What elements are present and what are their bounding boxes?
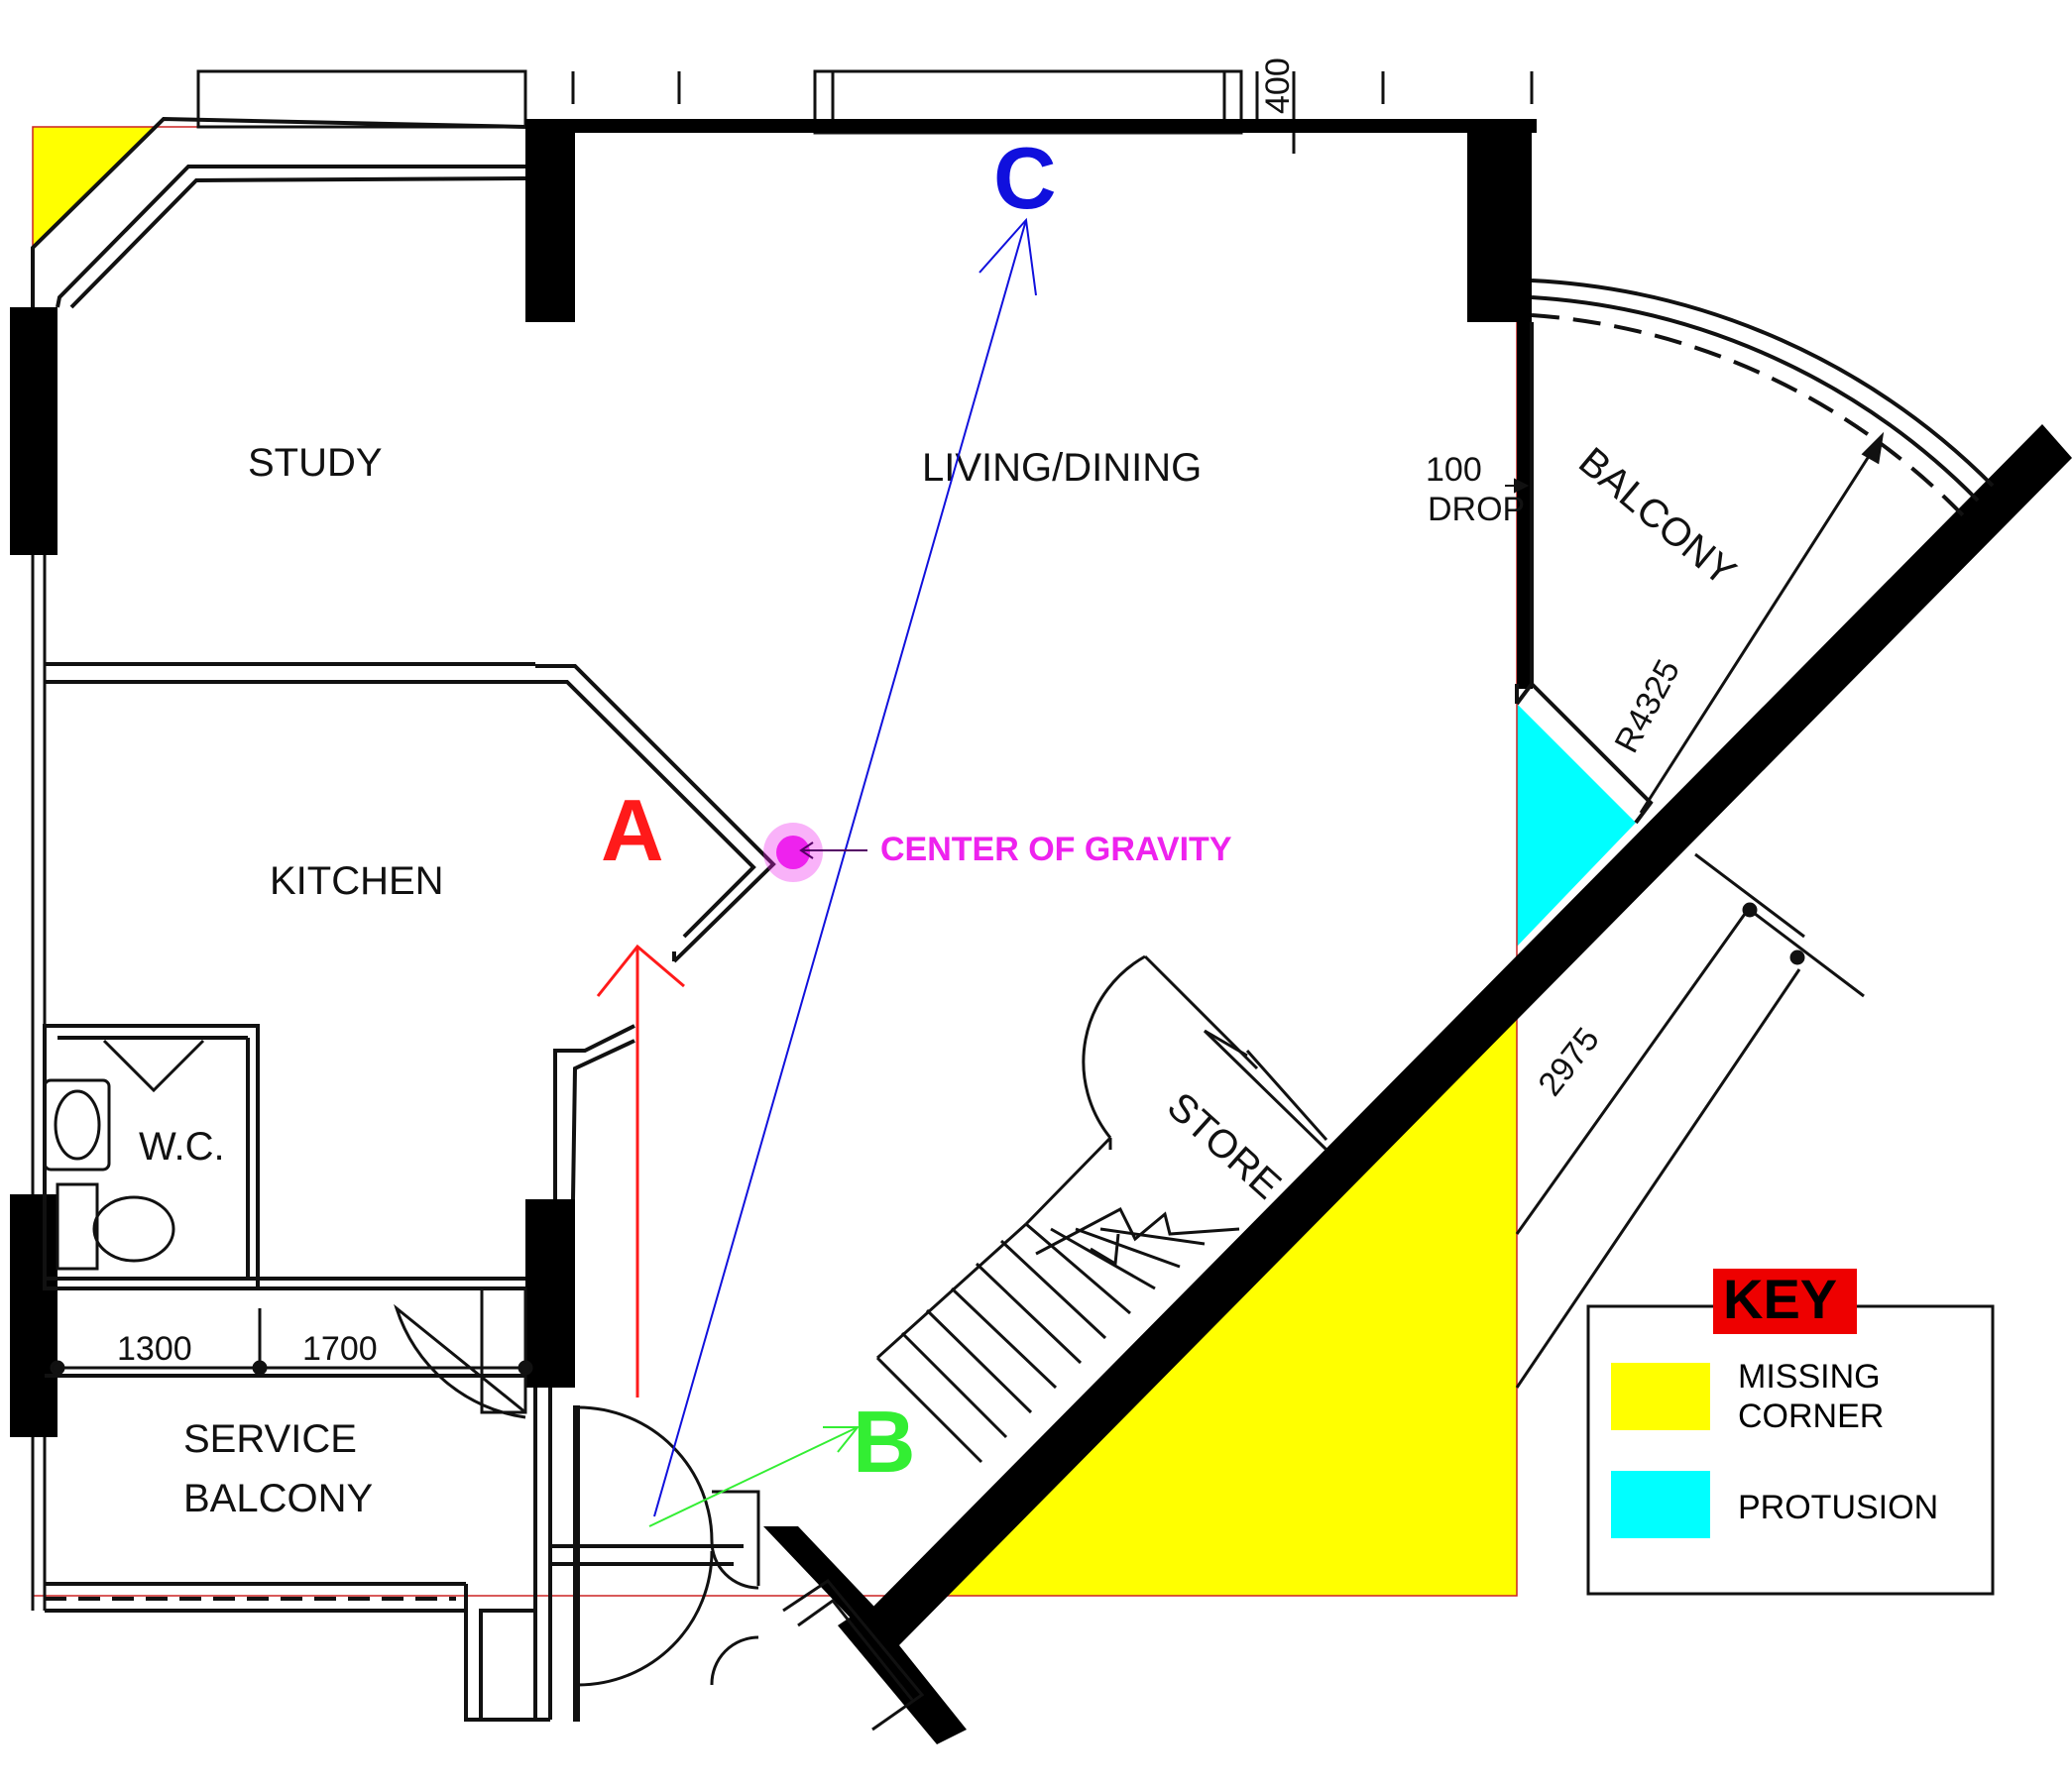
protrusion-region: [1517, 704, 1636, 947]
center-of-gravity-pointer: [799, 841, 867, 859]
store-and-stairs: [875, 954, 1328, 1464]
room-label-store: STORE: [1159, 1084, 1289, 1207]
key-missing-corner-label-1: MISSING: [1738, 1358, 1881, 1396]
service-balcony-dimension: [50, 1308, 533, 1376]
room-label-living-dining: LIVING/DINING: [922, 446, 1202, 490]
dim-2975-label: 2975: [1531, 1021, 1607, 1103]
center-of-gravity-label: CENTER OF GRAVITY: [880, 831, 1232, 868]
drop-label-1: 100: [1426, 451, 1482, 489]
dim-1300-label: 1300: [117, 1330, 192, 1368]
wc-fixtures: [43, 1039, 205, 1271]
key-protrusion-swatch: [1611, 1471, 1710, 1538]
interior-walls: [43, 662, 776, 1722]
room-label-study: STUDY: [248, 441, 383, 485]
drop-label-2: DROP: [1428, 491, 1525, 528]
balcony-radius: [1639, 431, 1885, 814]
dim-1700-label: 1700: [302, 1330, 378, 1368]
kitchen-door-swing: [394, 1303, 526, 1419]
key-protrusion-label: PROTUSION: [1738, 1489, 1938, 1526]
drop-arrow: [1505, 478, 1530, 494]
arrow-to-b: [648, 1426, 861, 1527]
balcony-outline: [1515, 279, 1995, 825]
marker-b: B: [853, 1393, 916, 1491]
radius-label: R4325: [1608, 653, 1688, 758]
arrow-to-c: [653, 217, 1037, 1517]
room-label-service-2: BALCONY: [183, 1477, 373, 1520]
entrance-door: [576, 1405, 760, 1687]
marker-c: C: [993, 129, 1057, 227]
dim-400-label: 400: [1259, 57, 1297, 114]
key-missing-corner-label-2: CORNER: [1738, 1398, 1884, 1435]
room-label-kitchen: KITCHEN: [270, 859, 444, 903]
top-windows: [196, 69, 1534, 154]
toilet-icon: [92, 1195, 175, 1263]
center-of-gravity-dot: [776, 836, 810, 869]
dimension-2975: [1515, 852, 1865, 1389]
key-title: KEY: [1723, 1268, 1837, 1330]
key-title-background: [1713, 1269, 1857, 1334]
outer-walls: [10, 119, 2072, 1744]
study-bay-window: [31, 116, 526, 309]
kitchen-door-leaf: [480, 1286, 527, 1414]
key-missing-corner-swatch: [1611, 1363, 1710, 1430]
key-box: [1586, 1304, 1995, 1596]
room-label-balcony: BALCONY: [1570, 439, 1744, 595]
marker-a: A: [601, 781, 664, 879]
room-label-wc: W.C.: [139, 1125, 225, 1169]
arrow-to-a: [596, 944, 685, 1398]
basin-icon: [54, 1089, 101, 1161]
room-label-service-1: SERVICE: [183, 1417, 357, 1461]
lower-window-stub: [782, 1579, 925, 1732]
